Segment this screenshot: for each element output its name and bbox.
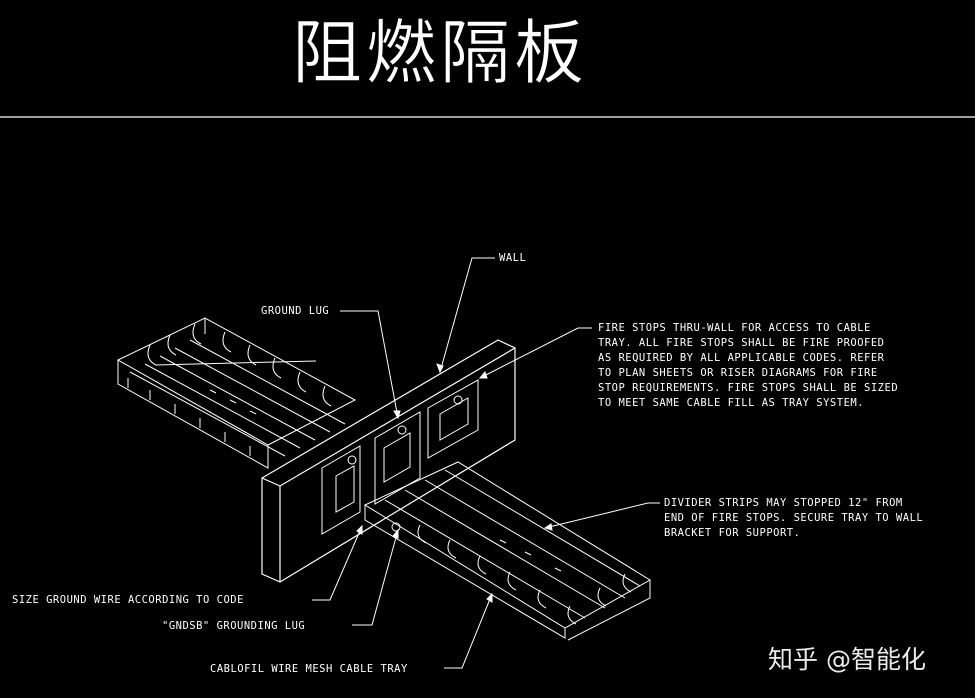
upper-cable-tray [116, 317, 357, 469]
lower-cable-tray [363, 461, 651, 641]
ground-wire-label: SIZE GROUND WIRE ACCORDING TO CODE [12, 594, 244, 606]
fire-stop-brackets [321, 379, 479, 535]
fire-stops-note: FIRE STOPS THRU-WALL FOR ACCESS TO CABLE… [598, 322, 899, 409]
watermark: 知乎 @智能化 [768, 645, 926, 674]
ground-lug-label: GROUND LUG [261, 305, 330, 317]
wall [261, 339, 516, 583]
divider-strips-note: DIVIDER STRIPS MAY STOPPED 12" FROM END … [664, 497, 924, 539]
wall-label: WALL [499, 252, 527, 264]
gndsb-lug-label: "GNDSB" GROUNDING LUG [162, 620, 306, 632]
cablofil-tray-label: CABLOFIL WIRE MESH CABLE TRAY [210, 663, 408, 675]
leader-lines [312, 257, 660, 669]
page-title: 阻燃隔板 [292, 12, 588, 94]
